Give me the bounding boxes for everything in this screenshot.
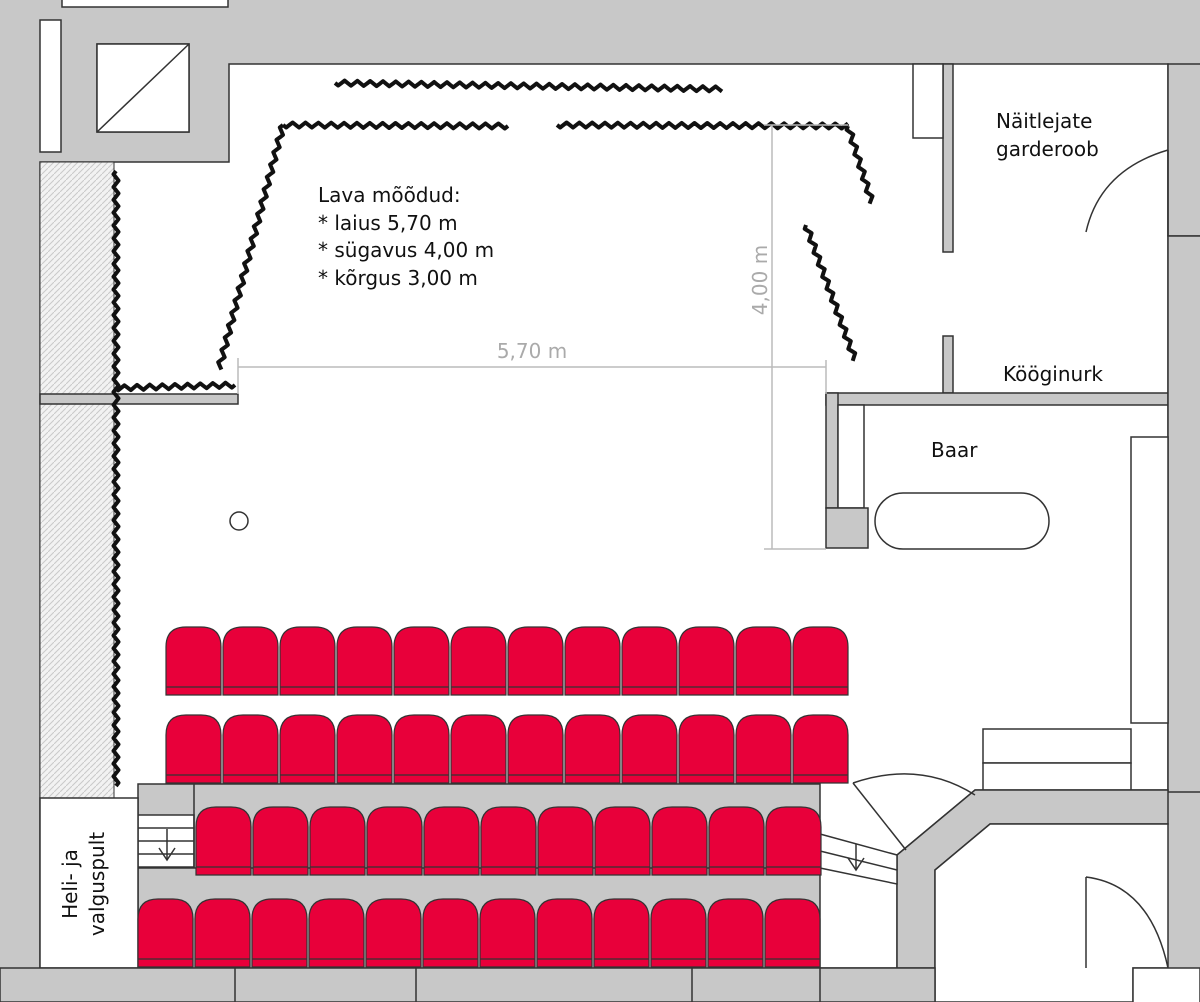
seat bbox=[678, 714, 735, 784]
entry-door-leaf bbox=[852, 782, 907, 851]
curtain-segment bbox=[844, 125, 875, 205]
seat bbox=[393, 714, 450, 784]
stage-title: Lava mõõdud: bbox=[318, 183, 461, 207]
bar-wall-vertical bbox=[825, 392, 839, 509]
seat bbox=[564, 714, 621, 784]
dressing-room-label-2: garderoob bbox=[996, 137, 1099, 161]
booth-label-1: Heli- ja bbox=[58, 849, 82, 919]
dressing-door-arc bbox=[1085, 149, 1169, 233]
seat bbox=[165, 626, 222, 696]
seat bbox=[251, 898, 308, 968]
east-wall-lower bbox=[1167, 235, 1200, 793]
curtain-segment bbox=[281, 120, 510, 131]
curtain-segment bbox=[333, 78, 724, 94]
seat bbox=[564, 626, 621, 696]
seat bbox=[707, 898, 764, 968]
seat bbox=[137, 898, 194, 968]
stage-partition bbox=[39, 393, 239, 405]
bar-counter-block bbox=[825, 507, 869, 549]
bar-sink bbox=[874, 492, 1050, 550]
seat bbox=[735, 714, 792, 784]
stage-curtains bbox=[111, 78, 875, 788]
seat bbox=[792, 714, 849, 784]
seat bbox=[650, 898, 707, 968]
seat bbox=[336, 714, 393, 784]
seat bbox=[621, 626, 678, 696]
seat bbox=[336, 626, 393, 696]
seat bbox=[279, 626, 336, 696]
kitchen-label: Kööginurk bbox=[1003, 362, 1103, 386]
south-wall bbox=[0, 967, 936, 1002]
seat bbox=[194, 898, 251, 968]
dressing-room-label-1: Näitlejate bbox=[996, 109, 1092, 133]
seat bbox=[422, 898, 479, 968]
seat bbox=[423, 806, 480, 876]
bar-label: Baar bbox=[931, 438, 978, 462]
seat bbox=[594, 806, 651, 876]
column-diagonal bbox=[96, 43, 190, 133]
lobby-floor bbox=[934, 823, 1169, 1002]
corridor-hatch-lower bbox=[39, 403, 115, 799]
entry-door-arc bbox=[852, 773, 976, 796]
seat bbox=[765, 806, 822, 876]
seat bbox=[450, 626, 507, 696]
stage-width-spec: * laius 5,70 m bbox=[318, 211, 458, 235]
seat bbox=[735, 626, 792, 696]
seat bbox=[366, 806, 423, 876]
seat bbox=[678, 626, 735, 696]
seat bbox=[393, 626, 450, 696]
seat bbox=[365, 898, 422, 968]
stairs-right-step bbox=[819, 850, 898, 871]
seat bbox=[507, 626, 564, 696]
bar-wall bbox=[825, 392, 1169, 406]
seat bbox=[764, 898, 821, 968]
seat bbox=[536, 898, 593, 968]
seat bbox=[165, 714, 222, 784]
seat bbox=[252, 806, 309, 876]
seat bbox=[708, 806, 765, 876]
depth-dimension-label: 4,00 m bbox=[748, 245, 772, 315]
curtain-segment bbox=[111, 169, 121, 788]
east-cabinet bbox=[1130, 436, 1169, 724]
audience-seating bbox=[137, 626, 849, 968]
seat bbox=[621, 714, 678, 784]
seat bbox=[450, 714, 507, 784]
west-strip bbox=[39, 19, 62, 153]
stairs-right-arrowhead bbox=[847, 857, 865, 872]
lobby-door-arc bbox=[1085, 876, 1169, 969]
seat bbox=[480, 806, 537, 876]
dressing-wall-upper bbox=[942, 63, 954, 253]
east-wall-upper bbox=[1167, 63, 1200, 237]
seat bbox=[222, 714, 279, 784]
curtain-segment bbox=[802, 224, 858, 362]
bench-lower bbox=[982, 762, 1132, 791]
seat bbox=[222, 626, 279, 696]
seat bbox=[195, 806, 252, 876]
width-dimension-label: 5,70 m bbox=[497, 339, 567, 363]
seat bbox=[537, 806, 594, 876]
booth-label-2: valguspult bbox=[85, 832, 109, 936]
seat bbox=[593, 898, 650, 968]
bar-shelf bbox=[837, 404, 865, 509]
lobby-exit bbox=[1132, 967, 1200, 1002]
dressing-wall-lower bbox=[942, 335, 954, 394]
dressing-cabinet bbox=[912, 63, 944, 139]
seat bbox=[651, 806, 708, 876]
pillar bbox=[229, 511, 249, 531]
seat bbox=[308, 898, 365, 968]
bench bbox=[982, 728, 1132, 764]
seat bbox=[279, 714, 336, 784]
stage-height-spec: * kõrgus 3,00 m bbox=[318, 266, 478, 290]
seat bbox=[309, 806, 366, 876]
curtain-segment bbox=[113, 380, 237, 393]
seat bbox=[507, 714, 564, 784]
curtain-segment bbox=[216, 123, 285, 371]
seat bbox=[479, 898, 536, 968]
corridor-hatch-upper bbox=[39, 161, 115, 395]
seat bbox=[792, 626, 849, 696]
top-window bbox=[61, 0, 229, 8]
stairs-left-arrowhead bbox=[158, 847, 176, 862]
stage-depth-spec: * sügavus 4,00 m bbox=[318, 238, 494, 262]
